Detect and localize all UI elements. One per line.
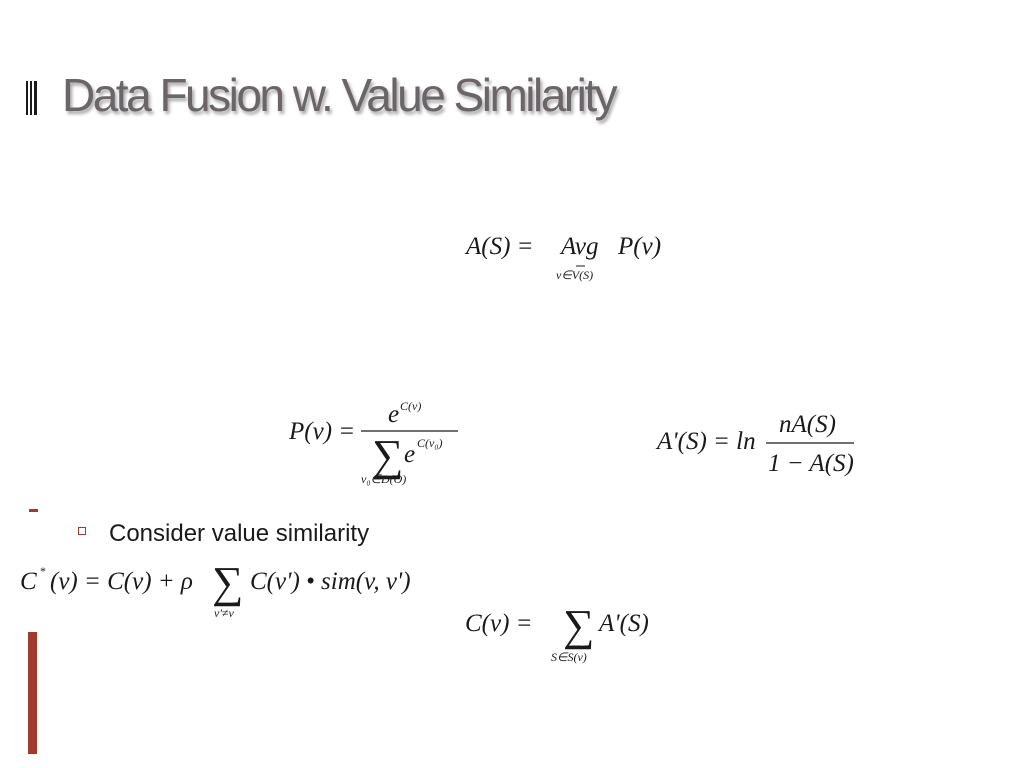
eq-ascore-lhs: A'(S) = ln xyxy=(655,428,756,455)
eq-sim-mid: (v) = C(v) + ρ xyxy=(50,568,193,595)
equation-accuracy-score: A'(S) = ln nA(S) 1 − A(S) xyxy=(655,411,854,477)
eq-conf-rhs: A'(S) xyxy=(597,610,649,637)
eq-prob-sigma: ∑ xyxy=(372,431,403,480)
eq-sim-lhs: C xyxy=(20,568,37,595)
eq-sim-sigma-sub: v'≠v xyxy=(214,606,234,620)
bullet-text: Consider value similarity xyxy=(109,520,370,547)
accent-dash xyxy=(29,509,38,512)
eq-ascore-num: nA(S) xyxy=(779,411,836,438)
eq-accuracy-lhs: A(S) = xyxy=(464,233,534,260)
equation-similarity-confidence: C * (v) = C(v) + ρ ∑ v'≠v C(v') • sim(v,… xyxy=(20,558,411,620)
eq-conf-sigma-sub: S∈S(v) xyxy=(551,650,587,664)
bullet-item: Consider value similarity xyxy=(78,520,369,548)
eq-prob-den-sup: C(v₀) xyxy=(417,436,443,450)
eq-sim-rhs: C(v') • sim(v, v') xyxy=(250,568,411,595)
eq-prob-den: e xyxy=(404,441,415,468)
equation-confidence: C(v) = ∑ S∈S(v) A'(S) xyxy=(465,601,649,664)
eq-prob-num: e xyxy=(388,401,399,428)
eq-accuracy-sub: v∈V(S) xyxy=(556,268,593,282)
eq-sim-sigma: ∑ xyxy=(212,558,243,607)
eq-conf-sigma: ∑ xyxy=(563,601,594,650)
eq-ascore-den: 1 − A(S) xyxy=(768,450,854,477)
eq-prob-den-sub: v₀∈D(O) xyxy=(361,472,406,486)
eq-prob-num-sup: C(v) xyxy=(400,399,421,413)
eq-sim-lhs-sup: * xyxy=(40,564,46,578)
equation-probability: P(v) = e C(v) ∑ e C(v₀) v₀∈D(O) xyxy=(288,399,458,486)
equation-accuracy: A(S) = Avg P(v) v∈V(S) xyxy=(464,233,661,282)
accent-bar xyxy=(28,632,37,754)
eq-prob-lhs: P(v) = xyxy=(288,418,355,445)
eq-accuracy-op: Avg xyxy=(559,233,599,260)
bullet-square-icon xyxy=(78,527,86,535)
eq-conf-lhs: C(v) = xyxy=(465,610,533,637)
slide-title: Data Fusion w. Value Similarity xyxy=(62,69,618,121)
eq-accuracy-rhs: P(v) xyxy=(617,233,661,260)
title-bars-icon xyxy=(26,81,40,115)
